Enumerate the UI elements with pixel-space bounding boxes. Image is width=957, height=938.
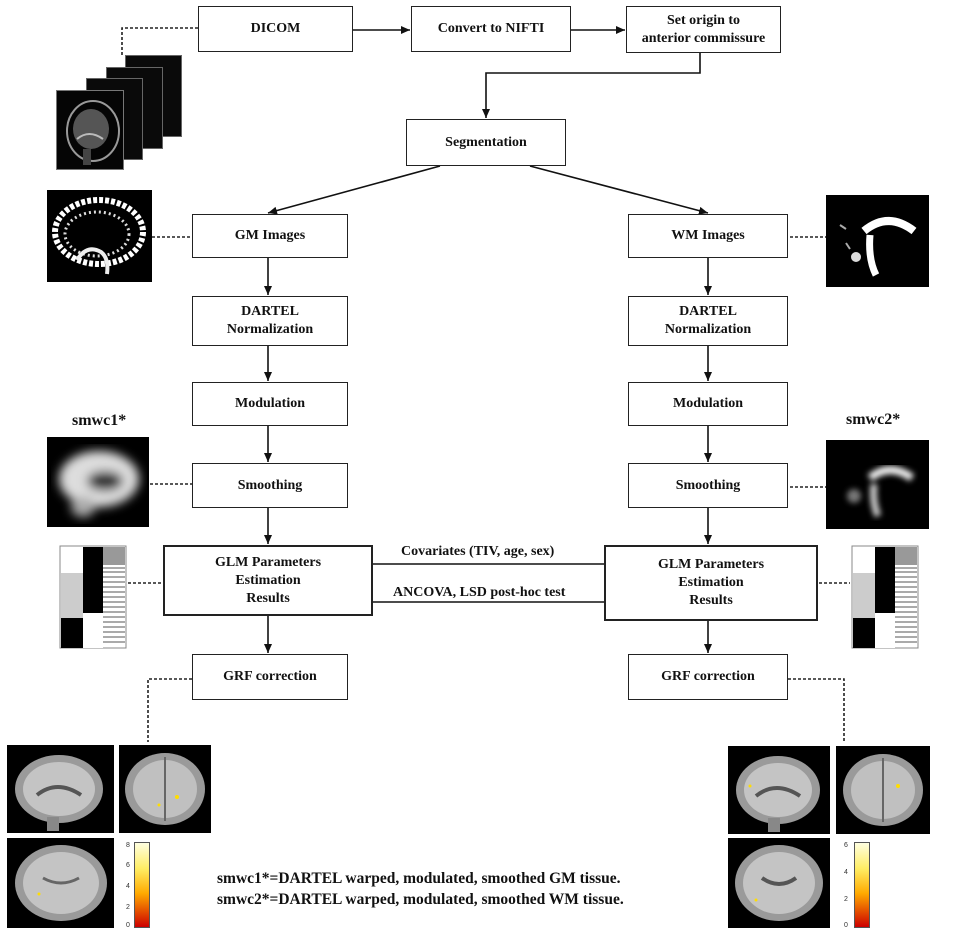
wm-result-coronal (836, 746, 930, 834)
wm-images-box: WM Images (628, 214, 788, 258)
gm-images-box: GM Images (192, 214, 348, 258)
covariates-label: Covariates (TIV, age, sex) (401, 544, 555, 559)
ancova-label: ANCOVA, LSD post-hoc test (393, 585, 566, 600)
arrow-origin-to-segmentation (482, 53, 701, 118)
gm-image (47, 190, 152, 282)
wm-grf-box: GRF correction (628, 654, 788, 700)
right-design-matrix (850, 544, 920, 656)
wm-result-axial (728, 838, 830, 928)
wm-dartel-box: DARTEL Normalization (628, 296, 788, 346)
gm-glm-box: GLM Parameters Estimation Results (163, 545, 373, 616)
smoothed-gm-image (47, 437, 149, 527)
wm-colorbar: 6 4 2 0 (844, 842, 884, 930)
gm-result-sagittal (7, 745, 114, 833)
wm-result-sagittal (728, 746, 830, 834)
gm-smoothing-box: Smoothing (192, 463, 348, 508)
gm-dartel-box: DARTEL Normalization (192, 296, 348, 346)
gm-grf-box: GRF correction (192, 654, 348, 700)
footnote-smwc2: smwc2*=DARTEL warped, modulated, smoothe… (217, 891, 624, 908)
arrow-seg-to-gm (267, 165, 441, 215)
smwc1-label: smwc1* (72, 412, 127, 429)
segmentation-box: Segmentation (406, 119, 566, 166)
dicom-box: DICOM (198, 6, 353, 52)
smwc2-label: smwc2* (846, 411, 901, 428)
set-origin-box: Set origin to anterior commissure (626, 6, 781, 53)
gm-modulation-box: Modulation (192, 382, 348, 426)
convert-nifti-box: Convert to NIFTI (411, 6, 571, 52)
wm-smoothing-box: Smoothing (628, 463, 788, 508)
wm-image (826, 195, 929, 287)
dicom-image (56, 90, 124, 170)
footnote-smwc1: smwc1*=DARTEL warped, modulated, smoothe… (217, 870, 621, 887)
smoothed-wm-image (826, 440, 929, 529)
gm-result-axial (7, 838, 114, 928)
gm-colorbar: 8 6 4 2 0 (126, 842, 166, 930)
gm-result-coronal (119, 745, 211, 833)
arrow-seg-to-wm (529, 165, 709, 215)
wm-modulation-box: Modulation (628, 382, 788, 426)
wm-glm-box: GLM Parameters Estimation Results (604, 545, 818, 621)
left-design-matrix (58, 544, 128, 656)
